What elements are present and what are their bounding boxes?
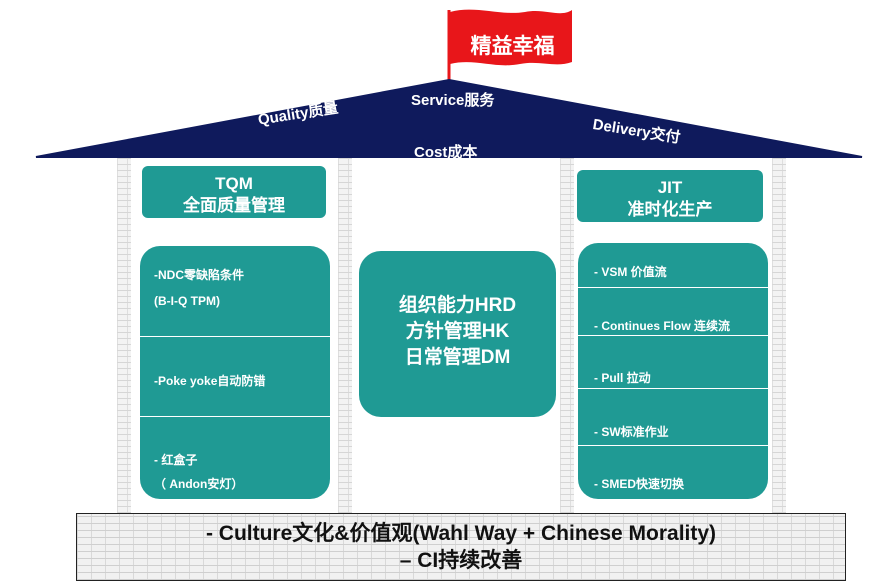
tqm-item-pokeyoke: -Poke yoke自动防错 xyxy=(154,372,324,390)
jit-item-pull: - Pull 拉动 xyxy=(594,371,651,385)
center-line-hrd: 组织能力HRD xyxy=(398,295,517,316)
jit-item-flow: - Continues Flow 连续流 xyxy=(594,319,730,333)
jit-header-line2: 准时化生产 xyxy=(627,200,713,219)
pillar-right-outer xyxy=(772,158,786,513)
center-management-box: 组织能力HRD 方针管理HK 日常管理DM xyxy=(359,251,556,417)
jit-header-line1: JIT xyxy=(657,178,683,197)
pillar-right-inner xyxy=(560,158,574,513)
jit-item-smed: - SMED快速切换 xyxy=(594,477,685,491)
jit-divider-4 xyxy=(578,445,768,446)
jit-item-sw: - SW标准作业 xyxy=(594,425,669,439)
jit-header: JIT 准时化生产 xyxy=(577,170,763,222)
roof-label-service: Service服务 xyxy=(411,92,495,109)
tqm-item-ndc-line2: (B-I-Q TPM) xyxy=(154,294,220,308)
tqm-item-pokeyoke-line1: -Poke yoke自动防错 xyxy=(154,374,266,388)
tqm-item-andon: - 红盒子 （ Andon安灯） xyxy=(154,451,324,493)
foundation-culture: - Culture文化&价值观(Wahl Way + Chinese Moral… xyxy=(76,513,846,581)
tqm-list: -NDC零缺陷条件 (B-I-Q TPM) -Poke yoke自动防错 - 红… xyxy=(140,246,330,499)
tqm-header-line1: TQM xyxy=(215,174,253,193)
roof-graphic xyxy=(35,9,863,158)
tqm-item-andon-line1: - 红盒子 xyxy=(154,453,198,467)
pillar-left-inner xyxy=(338,158,352,513)
tqm-item-ndc-line1: -NDC零缺陷条件 xyxy=(154,268,244,282)
jit-list: - VSM 价值流 - Continues Flow 连续流 - Pull 拉动… xyxy=(578,243,768,499)
foundation-line-culture: - Culture文化&价值观(Wahl Way + Chinese Moral… xyxy=(205,522,717,545)
center-line-hk: 方针管理HK xyxy=(405,321,510,342)
tqm-divider-2 xyxy=(140,416,330,417)
tqm-header: TQM 全面质量管理 xyxy=(142,166,326,218)
jit-item-vsm: - VSM 价值流 xyxy=(594,265,667,279)
tqm-divider-1 xyxy=(140,336,330,337)
pillar-left-outer xyxy=(117,158,131,513)
center-line-dm: 日常管理DM xyxy=(404,347,511,368)
tqm-item-ndc: -NDC零缺陷条件 (B-I-Q TPM) xyxy=(154,266,324,310)
jit-divider-1 xyxy=(578,287,768,288)
flag-title: 精益幸福 xyxy=(470,35,555,58)
flag-shape xyxy=(450,9,572,66)
tqm-header-line2: 全面质量管理 xyxy=(183,196,285,215)
roof-shape xyxy=(35,78,863,158)
foundation-line-ci: – CI持续改善 xyxy=(399,549,523,572)
jit-divider-2 xyxy=(578,335,768,336)
roof-label-cost: Cost成本 xyxy=(414,144,478,161)
jit-divider-3 xyxy=(578,388,768,389)
tqm-item-andon-line2: （ Andon安灯） xyxy=(154,477,244,491)
